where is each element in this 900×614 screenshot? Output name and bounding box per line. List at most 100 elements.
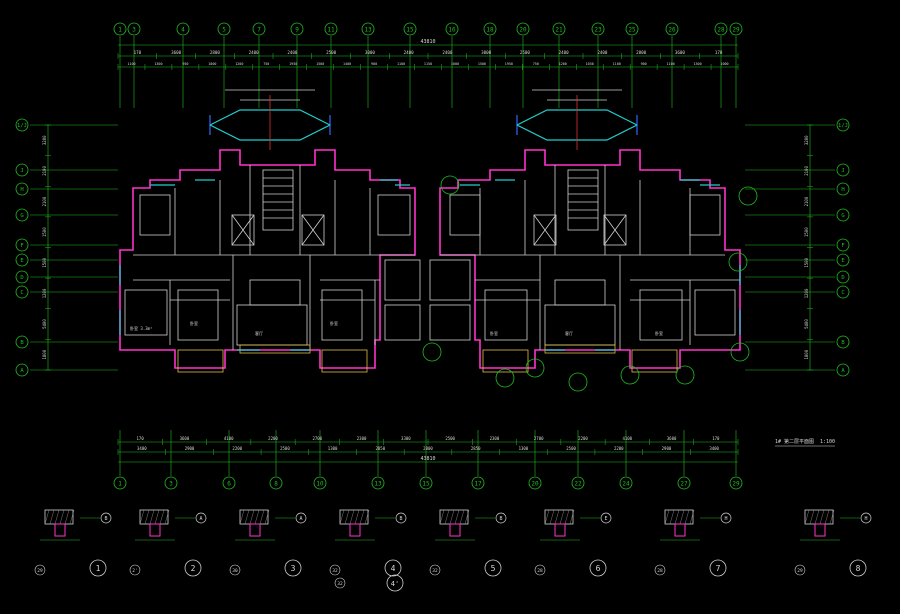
detail-sub-bubble[interactable] (334, 577, 346, 589)
axis-bubble-left[interactable] (15, 253, 29, 267)
axis-bubble-right[interactable] (836, 285, 850, 299)
detail-sub-bubble[interactable] (429, 564, 441, 576)
axis-bubble-left[interactable] (15, 238, 29, 252)
detail-callouts[interactable] (422, 175, 758, 392)
axis-bubble-left[interactable] (15, 118, 29, 132)
detail-sub-bubble[interactable] (794, 564, 806, 576)
axis-bubble-top[interactable] (552, 22, 566, 36)
detail-sub-bubble[interactable] (329, 564, 341, 576)
detail-callout-circle[interactable] (568, 372, 588, 392)
detail-number-bubble[interactable] (484, 559, 502, 577)
axis-bubble-bottom[interactable] (371, 476, 385, 490)
detail-axis-bubble[interactable] (195, 512, 207, 524)
detail-sub-bubble[interactable] (129, 564, 141, 576)
detail-callout-circle[interactable] (422, 342, 442, 362)
detail-axis-bubble[interactable] (720, 512, 732, 524)
axis-bubble-top[interactable] (729, 22, 743, 36)
axis-bubble-right[interactable] (836, 253, 850, 267)
axis-bubble-top[interactable] (252, 22, 266, 36)
axis-bubble-left[interactable] (15, 363, 29, 377)
detail-number-bubble[interactable] (384, 559, 402, 577)
axis-bubble-right[interactable] (836, 238, 850, 252)
detail-callout-circle[interactable] (620, 365, 640, 385)
axis-bubble-top[interactable] (361, 22, 375, 36)
axis-bubble-top[interactable] (324, 22, 338, 36)
axis-bubble-bottom[interactable] (419, 476, 433, 490)
axis-bubble-bottom[interactable] (164, 476, 178, 490)
detail-callout-circle[interactable] (730, 342, 750, 362)
axis-bubble-top[interactable] (403, 22, 417, 36)
axis-bubble-top[interactable] (714, 22, 728, 36)
axis-bubble-bottom[interactable] (571, 476, 585, 490)
detail-callout-circle[interactable] (675, 365, 695, 385)
detail-number-bubble[interactable] (849, 559, 867, 577)
detail-axis-bubble[interactable] (395, 512, 407, 524)
axis-bubble-top[interactable] (445, 22, 459, 36)
detail-axis-bubble[interactable] (600, 512, 612, 524)
detail-number-bubble[interactable] (284, 559, 302, 577)
detail-axis-bubble[interactable] (860, 512, 872, 524)
axis-bubble-bottom[interactable] (729, 476, 743, 490)
axis-bubble-left[interactable] (15, 270, 29, 284)
detail-number-bubble[interactable] (589, 559, 607, 577)
detail-number-bubble[interactable] (184, 559, 202, 577)
axis-bubble-top[interactable] (176, 22, 190, 36)
axis-bubble-bottom[interactable] (113, 476, 127, 490)
axis-bubble-bottom[interactable] (471, 476, 485, 490)
axis-bubble-right[interactable] (836, 208, 850, 222)
detail-callout-circle[interactable] (728, 252, 748, 272)
detail-callout-circle[interactable] (738, 186, 758, 206)
axis-bubble-bottom[interactable] (619, 476, 633, 490)
detail-number-bubble[interactable] (89, 559, 107, 577)
axis-bubble-top[interactable] (127, 22, 141, 36)
axis-bubble-right[interactable] (836, 363, 850, 377)
axis-bubble-bottom[interactable] (313, 476, 327, 490)
axis-bubble-left[interactable] (15, 208, 29, 222)
detail-axis-bubble[interactable] (495, 512, 507, 524)
axis-bubble-top[interactable] (665, 22, 679, 36)
axis-bubble-top[interactable] (516, 22, 530, 36)
axis-bubble-top[interactable] (113, 22, 127, 36)
axis-bubble-bottom[interactable] (528, 476, 542, 490)
detail-callout-circle[interactable] (440, 175, 460, 195)
axis-bubble-top[interactable] (290, 22, 304, 36)
detail-axis-bubble[interactable] (295, 512, 307, 524)
axis-bubble-left[interactable] (15, 335, 29, 349)
axis-bubble-right[interactable] (836, 182, 850, 196)
detail-number-bubble[interactable] (386, 574, 404, 592)
detail-callout-circle[interactable] (495, 368, 515, 388)
axis-bubble-left[interactable] (15, 163, 29, 177)
axis-bubble-bottom[interactable] (677, 476, 691, 490)
axis-bubble-left[interactable] (15, 285, 29, 299)
floor-plan[interactable]: 卧室 3.3m² 卧室 卧室 卧室 卧室 客厅 客厅 (119, 89, 758, 392)
axis-bubble-top[interactable] (483, 22, 497, 36)
axis-bubble-bottom[interactable] (269, 476, 283, 490)
axis-bubble-right[interactable] (836, 270, 850, 284)
axis-bubble-left[interactable] (15, 182, 29, 196)
detail-sub-bubble[interactable] (229, 564, 241, 576)
axis-bubble-right[interactable] (836, 118, 850, 132)
detail-sub-bubble[interactable] (534, 564, 546, 576)
axis-bubble-right[interactable] (836, 335, 850, 349)
axis-bubble-top[interactable] (217, 22, 231, 36)
axis-bubble-top[interactable] (591, 22, 605, 36)
axis-bubble-right[interactable] (836, 163, 850, 177)
detail-callout-circle[interactable] (525, 358, 545, 378)
axis-bubble-bottom[interactable] (222, 476, 236, 490)
axis-bubble-top[interactable] (625, 22, 639, 36)
detail-drawing-4prime[interactable]: 4'32 (334, 574, 404, 592)
detail-drawing[interactable]: A2'2 (129, 509, 207, 577)
detail-axis-bubble[interactable] (100, 512, 112, 524)
detail-number-bubble[interactable] (709, 559, 727, 577)
detail-sub-bubble[interactable] (34, 564, 46, 576)
detail-sub-bubble[interactable] (654, 564, 666, 576)
